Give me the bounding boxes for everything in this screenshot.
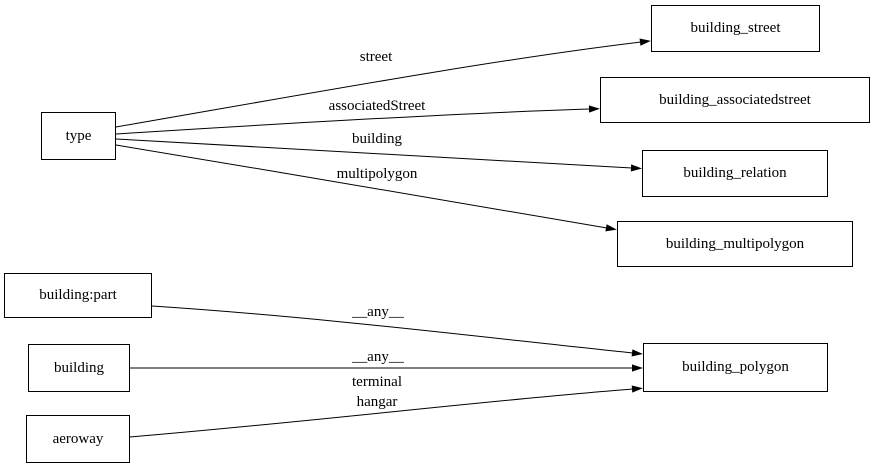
edge-label-building: building — [351, 131, 403, 147]
edge-label-street: street — [359, 49, 393, 65]
node-building-multipolygon: building_multipolygon — [617, 221, 853, 267]
edge-building-part-building-polygon — [151, 305, 643, 357]
edge-label-associatedstreet: associatedStreet — [328, 98, 426, 114]
edge-type-building-associatedstreet — [115, 105, 600, 135]
node-aeroway: aeroway — [26, 415, 130, 463]
edge-label-any-1: __any__ — [352, 304, 404, 320]
edge-label-multipolygon: multipolygon — [336, 166, 418, 182]
edge-type-building-street — [115, 38, 651, 128]
edge-label-terminal: terminal — [352, 374, 402, 390]
node-building-associatedstreet: building_associatedstreet — [600, 77, 870, 123]
edge-label-any-2: __any__ — [352, 349, 404, 365]
node-building: building — [28, 344, 130, 392]
node-building-part: building:part — [4, 273, 152, 318]
node-building-street: building_street — [651, 5, 820, 52]
edge-type-building-multipolygon — [115, 144, 617, 232]
edge-label-hangar: hangar — [356, 394, 398, 410]
node-building-relation: building_relation — [642, 150, 828, 197]
edge-aeroway-building-polygon — [129, 385, 643, 438]
edge-label-terminal-hangar: terminal hangar — [352, 372, 402, 412]
node-building-polygon: building_polygon — [643, 343, 828, 392]
node-type: type — [41, 112, 116, 160]
